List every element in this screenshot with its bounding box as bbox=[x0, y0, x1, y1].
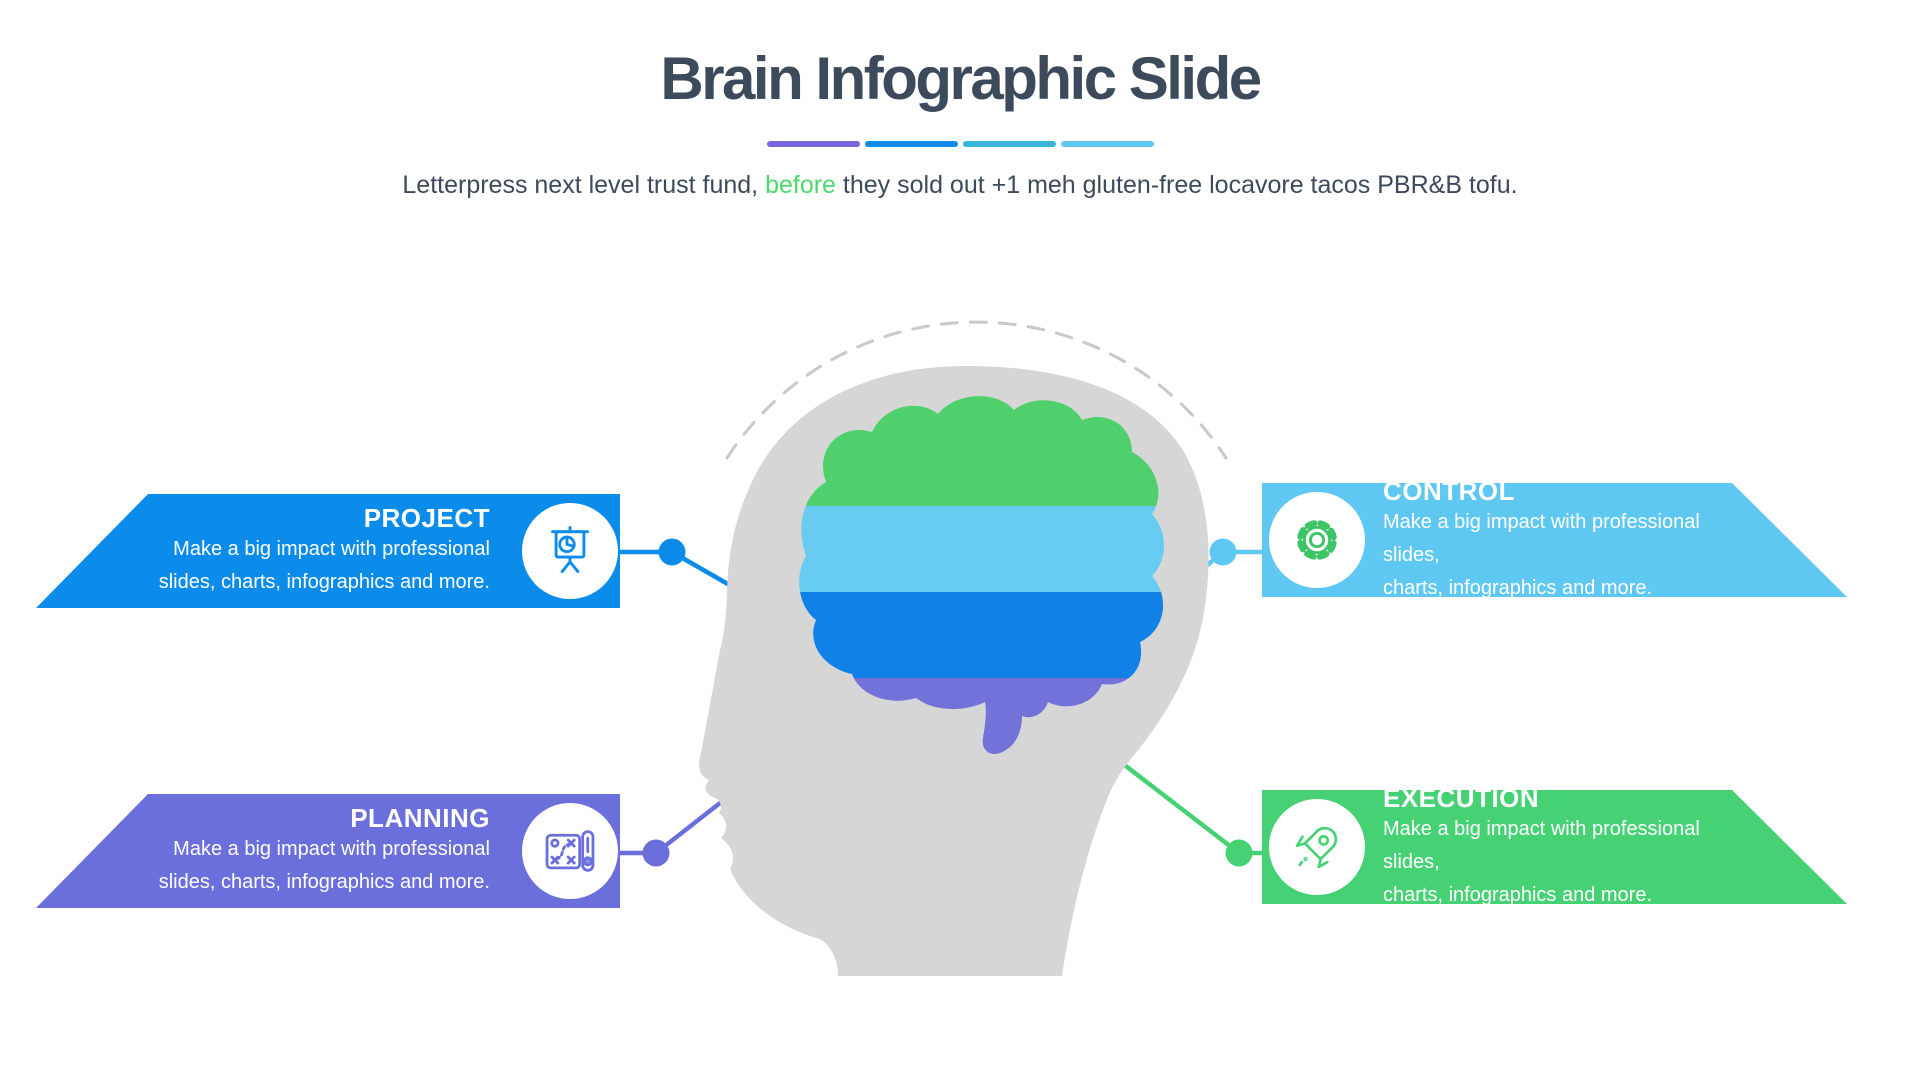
gear-icon bbox=[1269, 492, 1365, 588]
banner-control-text: CONTROL Make a big impact with professio… bbox=[1383, 483, 1717, 597]
execution-connector bbox=[1115, 757, 1265, 867]
banner-project-text: PROJECT Make a big impact with professio… bbox=[156, 494, 490, 608]
title-underline-bar bbox=[1060, 141, 1154, 147]
strategy-map-icon bbox=[522, 803, 618, 899]
subtitle-text: they sold out +1 meh gluten-free locavor… bbox=[835, 171, 1518, 199]
banner-control-desc: Make a big impact with professional slid… bbox=[1383, 506, 1717, 599]
page-title: Brain Infographic Slide bbox=[660, 45, 1262, 112]
banner-planning-text: PLANNING Make a big impact with professi… bbox=[156, 794, 490, 908]
control-connector bbox=[1197, 538, 1265, 574]
planning-connector-dot bbox=[642, 839, 670, 867]
title-underline-bar bbox=[766, 141, 860, 147]
banner-control-desc-line: charts, infographics and more. bbox=[1383, 576, 1653, 599]
banner-project-title: PROJECT bbox=[363, 503, 490, 533]
banner-execution-desc-line: charts, infographics and more. bbox=[1383, 883, 1653, 906]
control-connector-dot bbox=[1209, 538, 1237, 566]
project-connector bbox=[617, 538, 736, 590]
execution-connector-line bbox=[1115, 757, 1242, 856]
banner-planning-desc: Make a big impact with professional slid… bbox=[159, 833, 490, 899]
planning-connector-line bbox=[653, 793, 732, 856]
title-underline bbox=[0, 141, 1920, 147]
banner-execution-desc-line: Make a big impact with professional slid… bbox=[1383, 817, 1700, 873]
rocket-icon bbox=[1269, 799, 1365, 895]
banner-execution-desc: Make a big impact with professional slid… bbox=[1383, 813, 1717, 906]
planning-connector bbox=[617, 793, 732, 867]
banner-control-desc-line: Make a big impact with professional slid… bbox=[1383, 510, 1700, 566]
brain-band-blue bbox=[799, 592, 1164, 678]
project-connector-dot bbox=[658, 538, 686, 566]
brain-band-sky bbox=[799, 506, 1164, 592]
subtitle-highlight: before bbox=[765, 171, 836, 199]
banner-planning-desc-line: Make a big impact with professional bbox=[173, 838, 490, 860]
banner-planning: PLANNING Make a big impact with professi… bbox=[36, 794, 620, 908]
banner-control-title: CONTROL bbox=[1383, 475, 1516, 506]
title-underline-bar bbox=[962, 141, 1056, 147]
banner-planning-title: PLANNING bbox=[350, 803, 490, 833]
banner-project-desc: Make a big impact with professional slid… bbox=[159, 533, 490, 599]
dashed-arc bbox=[725, 320, 1228, 460]
banner-execution: EXECUTION Make a big impact with profess… bbox=[1262, 790, 1847, 904]
banner-project-desc-line: Make a big impact with professional bbox=[173, 538, 490, 560]
banner-execution-title: EXECUTION bbox=[1383, 782, 1540, 813]
presentation-board-icon bbox=[522, 503, 618, 599]
subtitle: Letterpress next level trust fund, befor… bbox=[0, 168, 1920, 202]
execution-connector-dot bbox=[1225, 839, 1253, 867]
subtitle-text: Letterpress next level trust fund, bbox=[402, 171, 766, 199]
title-underline-bar bbox=[864, 141, 958, 147]
banner-project: PROJECT Make a big impact with professio… bbox=[36, 494, 620, 608]
banner-project-desc-line: slides, charts, infographics and more. bbox=[158, 571, 490, 593]
banner-planning-desc-line: slides, charts, infographics and more. bbox=[158, 871, 490, 893]
connectors bbox=[617, 538, 1265, 867]
banner-execution-text: EXECUTION Make a big impact with profess… bbox=[1383, 790, 1717, 904]
banner-control: CONTROL Make a big impact with professio… bbox=[1262, 483, 1847, 597]
